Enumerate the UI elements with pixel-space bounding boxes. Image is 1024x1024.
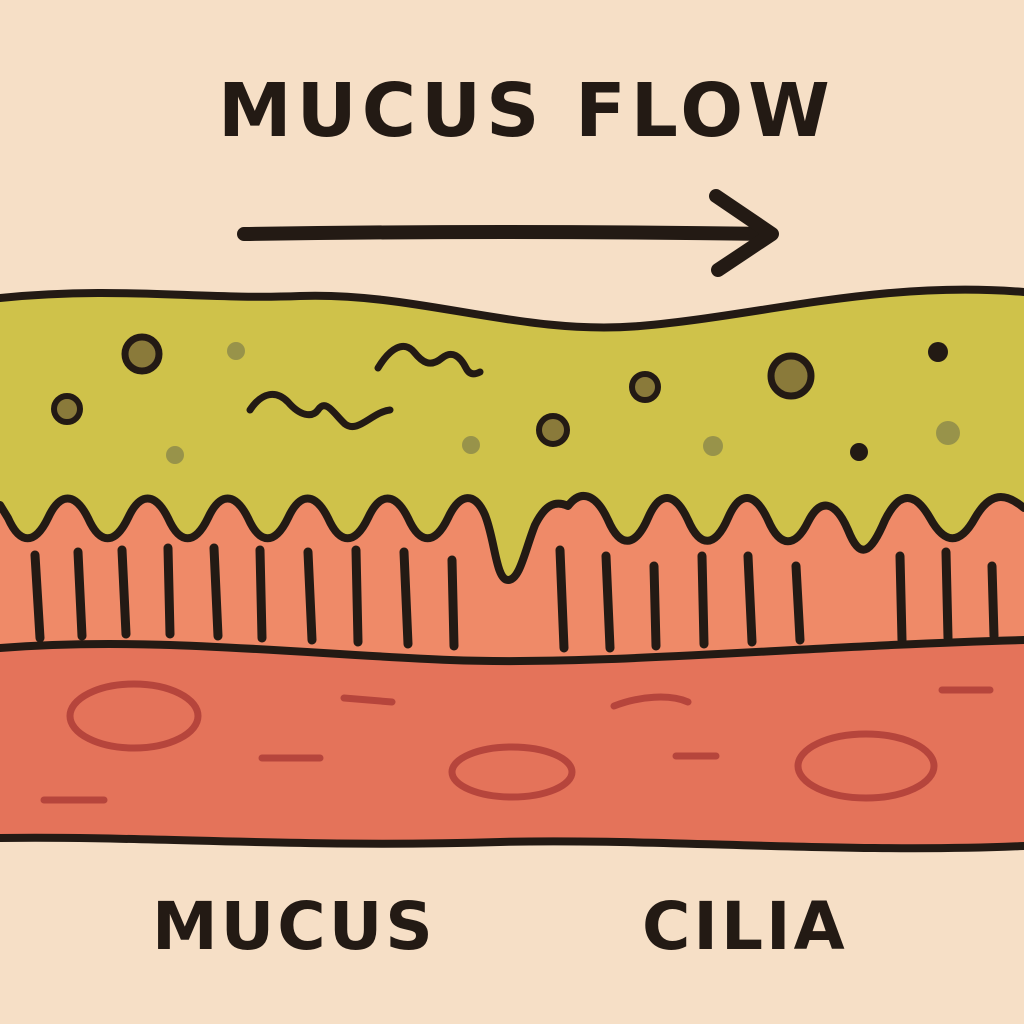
- cilia-strands: [30, 543, 999, 653]
- mucus-layer: [0, 289, 1024, 580]
- tissue-bottom-outline: [0, 833, 1024, 853]
- mucus-particles: [51, 333, 960, 464]
- arrow-right-icon: [237, 189, 779, 277]
- mucus-cilia-boundary: [0, 492, 1024, 584]
- mucus-label: MUCUS: [152, 888, 436, 965]
- tissue-cells: [40, 680, 994, 804]
- cilia-label: CILIA: [642, 888, 848, 965]
- mucus-top-outline: [0, 285, 1024, 332]
- cilia-tissue-boundary: [0, 636, 1024, 666]
- diagram-title: MUCUS FLOW: [218, 68, 835, 154]
- mucus-squiggles: [246, 343, 484, 430]
